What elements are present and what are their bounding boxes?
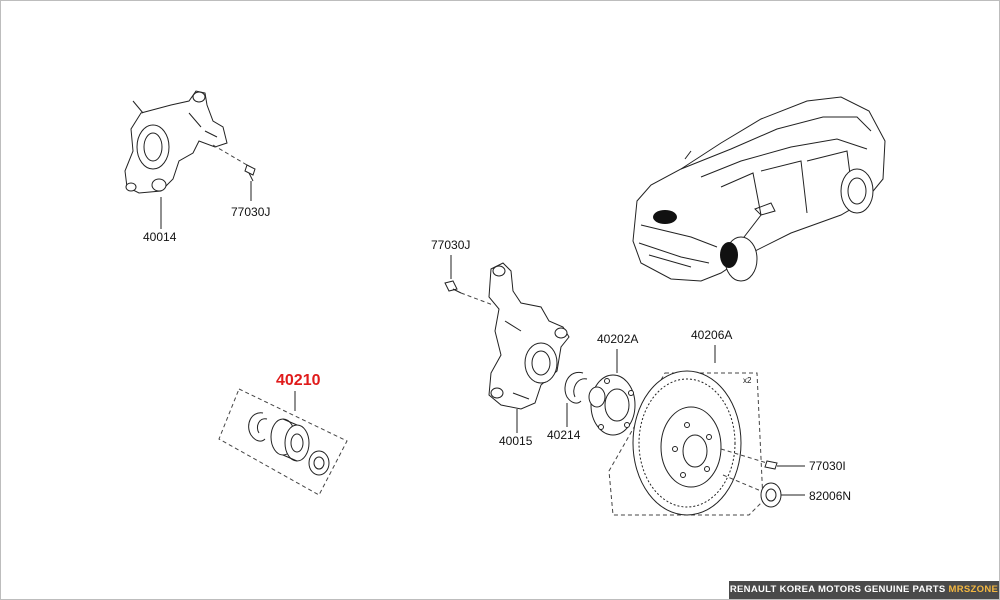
label-40210-highlighted[interactable]: 40210 [276,372,321,389]
screw-77030i[interactable] [764,460,778,470]
label-77030j-middle[interactable]: 77030J [431,238,470,252]
label-77030j-upper[interactable]: 77030J [231,205,270,219]
snap-ring-in-kit[interactable] [248,412,268,442]
highlight-marker-front-wheel [720,242,738,268]
assembly-group-outline-disc [608,372,764,516]
snap-ring-40214[interactable] [564,371,588,404]
footer-accent: MRSZONE [948,584,999,595]
assembly-group-outline-bearing-kit [218,388,348,496]
footer-watermark: RENAULT KOREA MOTORS GENUINE PARTS MRSZO… [729,581,999,599]
wheel-hub-40202a[interactable] [588,374,636,436]
footer-text: RENAULT KOREA MOTORS GENUINE PARTS [729,584,946,595]
assembly-guide-line [212,144,248,166]
quantity-x2: x2 [743,376,752,385]
assembly-guide-line [460,292,494,306]
steering-knuckle-40014[interactable] [124,90,228,194]
assembly-guide-line [720,448,768,464]
label-40202a[interactable]: 40202A [597,332,638,346]
brake-disc-40206a[interactable] [632,370,742,516]
label-40214[interactable]: 40214 [547,428,581,442]
hub-nut-in-kit[interactable] [308,450,330,476]
label-40206a[interactable]: 40206A [691,328,732,342]
bolt-77030j-middle[interactable] [444,280,462,294]
label-77030i[interactable]: 77030I [809,459,846,473]
label-40015[interactable]: 40015 [499,434,533,448]
wheel-bearing[interactable] [270,418,310,462]
label-40014[interactable]: 40014 [143,230,177,244]
label-82006n[interactable]: 82006N [809,489,851,503]
bolt-77030j-upper[interactable] [244,164,256,182]
highlight-marker-front [653,210,677,224]
steering-knuckle-40015[interactable] [488,262,570,410]
car-illustration [632,96,886,282]
nut-82006n[interactable] [760,482,782,508]
